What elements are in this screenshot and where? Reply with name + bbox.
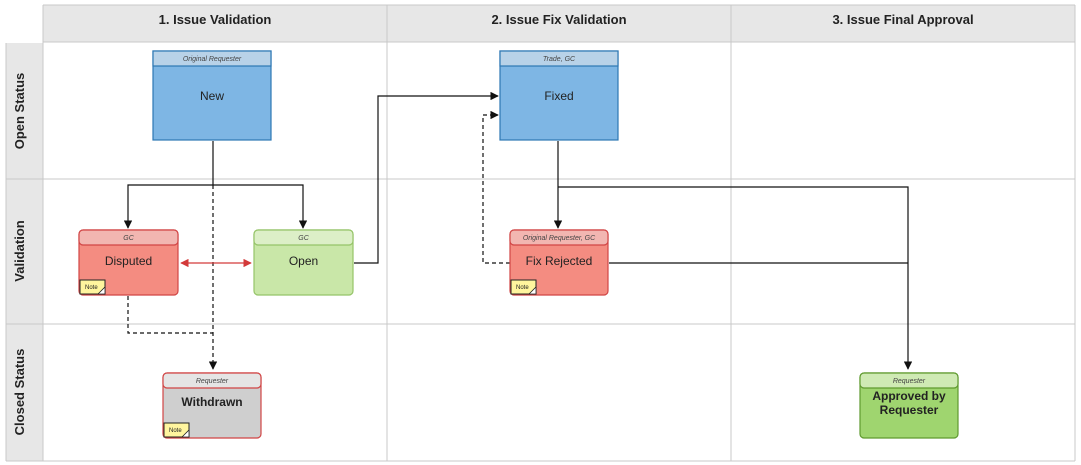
card-new[interactable]: Original Requester New [152,50,272,141]
row-title-validation: Validation [12,220,27,281]
card-approved-title-line-2: Requester [880,403,939,417]
note-corner-icon [528,286,537,295]
connector-new-to-open [213,184,308,229]
card-fix-rejected[interactable]: Original Requester, GC Fix Rejected Note [509,229,609,296]
note-corner-icon [97,286,106,295]
card-withdrawn-header: Requester [196,378,229,385]
card-fixed-header: Trade, GC [543,56,576,63]
note-label: Note [516,285,529,291]
connector-fixed-to-approved [558,186,913,370]
note-label: Note [85,285,98,291]
card-fixed-title: Fixed [544,89,573,103]
card-withdrawn[interactable]: Requester Withdrawn Note [162,372,262,439]
card-new-header: Original Requester [183,56,242,63]
note-badge[interactable]: Note [510,279,537,295]
column-title-issue-validation: 1. Issue Validation [159,12,272,27]
note-badge[interactable]: Note [79,279,106,295]
column-header-band [43,5,1075,42]
connector-new-to-disputed [123,141,214,229]
row-title-open-status: Open Status [12,73,27,150]
row-title-closed-status: Closed Status [12,349,27,436]
card-disputed-header: GC [123,235,134,242]
column-title-issue-final-approval: 3. Issue Final Approval [832,12,973,27]
card-approved-by-requester[interactable]: Requester Approved by Requester [859,372,959,439]
card-fix-rejected-title: Fix Rejected [526,254,593,268]
card-open[interactable]: GC Open [253,229,354,296]
card-approved-header: Requester [893,378,926,385]
row-header-band [6,43,43,461]
card-withdrawn-title: Withdrawn [181,395,242,409]
card-open-header: GC [298,235,309,242]
card-fix-rejected-header: Original Requester, GC [523,235,596,242]
note-label: Note [169,428,182,434]
column-title-issue-fix-validation: 2. Issue Fix Validation [491,12,626,27]
connector-disputed-to-withdrawn [127,296,213,334]
card-approved-title-line-1: Approved by [872,389,946,403]
card-disputed-title: Disputed [105,254,152,268]
note-badge[interactable]: Note [163,422,190,438]
note-corner-icon [181,429,190,438]
connector-fix-rejected-to-fixed [482,110,510,264]
card-new-title: New [200,89,224,103]
card-fixed[interactable]: Trade, GC Fixed [499,50,619,141]
card-open-title: Open [289,254,318,268]
card-disputed[interactable]: GC Disputed Note [78,229,179,296]
connector-open-to-fixed [354,91,499,264]
